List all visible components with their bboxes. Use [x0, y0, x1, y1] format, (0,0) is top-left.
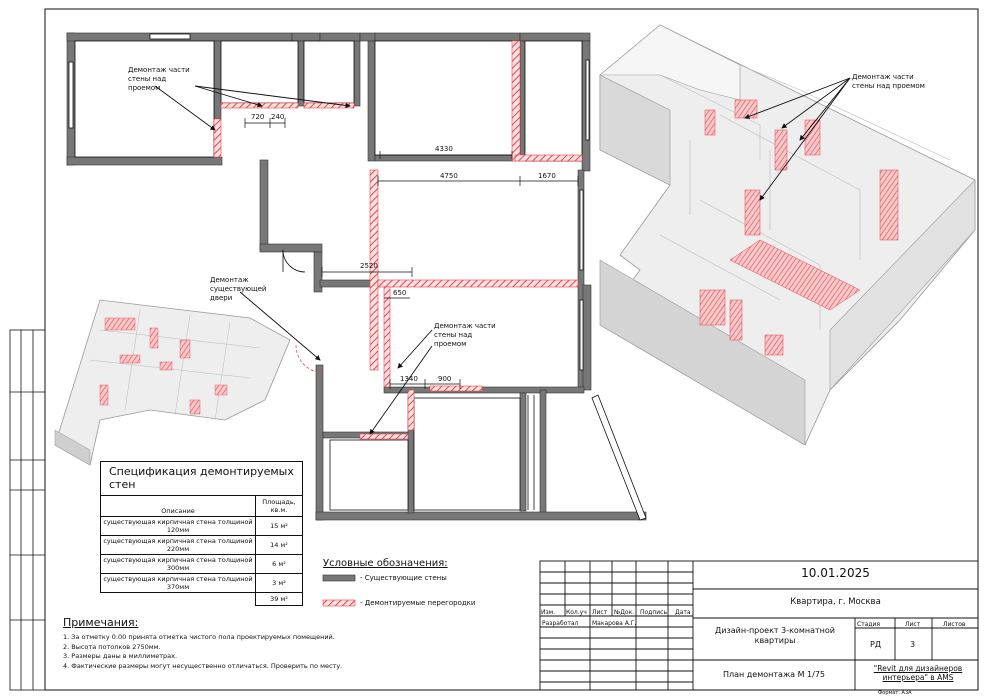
tb-company: "Revit для дизайнеров интерьера" в AMS: [873, 664, 963, 682]
callout-line: проемом: [128, 84, 161, 92]
spec-table-title: Спецификация демонтируемых стен: [100, 461, 303, 495]
tb-sheet-title: План демонтажа М 1/75: [722, 670, 826, 679]
callout-line: стены над: [434, 331, 473, 339]
tb-hdr-list: Лист: [592, 609, 608, 616]
dimension-label: 900: [438, 375, 452, 383]
spec-total: 39 м²: [255, 592, 303, 606]
spec-col-area: Площадь, кв.м.: [255, 495, 303, 517]
side-stamp: [9, 329, 46, 691]
spec-cell-description: существующая кирпичная стена толщиной 12…: [100, 516, 256, 536]
note-item: 2. Высота потолков 2750мм.: [63, 642, 161, 651]
tb-hdr-podpis: Подпись: [640, 609, 667, 616]
tb-developed-label: Разработал: [542, 620, 579, 627]
spec-cell-area: 15 м²: [255, 516, 303, 536]
title-block-grid: [539, 560, 979, 691]
note-item: 4. Фактические размеры могут несуществен…: [63, 661, 343, 670]
table-row: существующая кирпичная стена толщиной 30…: [100, 554, 303, 574]
tb-sheet-label: Лист: [905, 621, 921, 628]
tb-stage: РД: [870, 640, 882, 649]
callout-line: двери: [210, 294, 233, 302]
isometric-view-left: [54, 299, 291, 466]
callout-line: проемом: [434, 340, 467, 348]
tb-hdr-koluch: Кол.уч: [566, 609, 587, 616]
dimension-label: 1340: [400, 375, 418, 383]
notes-title: Примечания:: [63, 616, 139, 629]
callout-line: Демонтаж части: [128, 66, 190, 74]
tb-date: 10.01.2025: [801, 566, 870, 580]
dimension-label: 4750: [440, 172, 458, 180]
callout-center: Демонтаж части стены над проемом: [434, 322, 496, 349]
table-row: существующая кирпичная стена толщиной 37…: [100, 573, 303, 593]
callout-line: Демонтаж: [210, 276, 249, 284]
tb-hdr-izm: Изм.: [541, 609, 556, 616]
note-item: 3. Размеры даны в миллиметрах.: [63, 652, 178, 660]
callout-line: стены над: [128, 75, 167, 83]
callout-line: стены над проемом: [852, 82, 925, 90]
tb-format: Формат: А3А: [878, 690, 912, 696]
callout-line: Демонтаж части: [852, 73, 914, 81]
legend-demolish-swatch: [322, 599, 356, 607]
notes-list: 1. За отметку 0.00 принята отметка чисто…: [63, 633, 342, 671]
spec-cell-area: 6 м²: [255, 554, 303, 574]
callout-line: существующей: [210, 285, 267, 293]
dimension-label: 720: [251, 113, 265, 121]
tb-project: Дизайн-проект 3-комнатной квартиры: [715, 626, 835, 645]
legend-title: Условные обозначения:: [323, 558, 448, 569]
spec-cell-area: 3 м²: [255, 573, 303, 593]
table-row: существующая кирпичная стена толщиной 12…: [100, 516, 303, 536]
tb-stage-label: Стадия: [857, 621, 881, 628]
callout-line: Демонтаж части: [434, 322, 496, 330]
dimension-label: 1670: [538, 172, 556, 180]
dimension-label: 4330: [435, 145, 453, 153]
table-row: 39 м²: [101, 592, 303, 606]
isometric-view-right: [599, 24, 976, 446]
floor-plan: [66, 32, 647, 521]
tb-address: Квартира, г. Москва: [790, 597, 881, 607]
note-item: 1. За отметку 0.00 принята отметка чисто…: [63, 633, 335, 641]
legend-existing-label: - Существующие стены: [360, 574, 447, 582]
tb-sheet: 3: [910, 640, 916, 649]
spec-cell-description: существующая кирпичная стена толщиной 37…: [100, 573, 256, 593]
tb-hdr-data: Дата: [675, 609, 691, 616]
legend-existing-swatch: [322, 574, 356, 582]
spec-col-description: Описание: [100, 495, 256, 517]
spec-cell-description: существующая кирпичная стена толщиной 30…: [100, 554, 256, 574]
spec-cell-description: существующая кирпичная стена толщиной 22…: [100, 535, 256, 555]
tb-hdr-ndok: №Док.: [614, 609, 635, 616]
table-row: существующая кирпичная стена толщиной 22…: [100, 535, 303, 555]
callout-door: Демонтаж существующей двери: [210, 276, 266, 303]
tb-developer: Макарова А.Г.: [592, 620, 637, 627]
tb-sheets-label: Листов: [943, 621, 966, 628]
dimension-label: 240: [271, 113, 285, 121]
spec-cell-area: 14 м²: [255, 535, 303, 555]
callout-top-left: Демонтаж части стены над проемом: [128, 66, 190, 93]
demolition-spec-table: Спецификация демонтируемых стен Описание…: [100, 461, 303, 606]
dimension-label: 650: [393, 289, 407, 297]
dimension-label: 2520: [360, 262, 378, 270]
legend-demolish-label: - Демонтируемые перегородки: [360, 599, 476, 607]
callout-top-right: Демонтаж части стены над проемом: [852, 73, 925, 91]
